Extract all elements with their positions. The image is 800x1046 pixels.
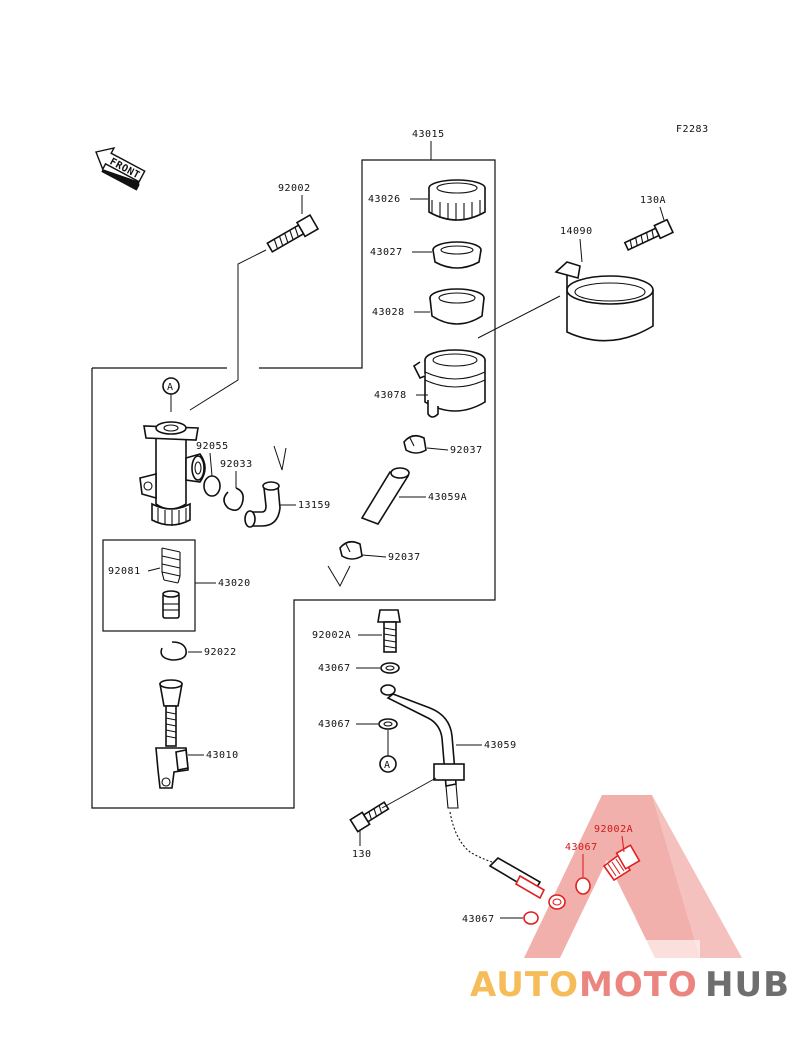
diaphragm: [429, 288, 485, 325]
elbow-fitting-13159: [244, 481, 281, 528]
reservoir-bracket: [554, 261, 654, 342]
leader-130A: [659, 206, 665, 221]
label-130: 130: [352, 849, 372, 860]
push-rod-43010: [155, 679, 189, 789]
piston-kit-box: [102, 539, 196, 632]
label-43027: 43027: [370, 247, 403, 258]
leader-92002A-lower: [621, 835, 625, 853]
assembly-frame-left: [91, 159, 496, 809]
leader-14090: [579, 238, 583, 263]
label-92002: 92002: [278, 183, 311, 194]
label-130A: 130A: [640, 195, 666, 206]
banjo-bolt-upper: [377, 609, 401, 653]
reservoir-tank: [412, 349, 486, 418]
leader-92055: [209, 452, 213, 477]
label-43067-b: 43067: [318, 719, 351, 730]
label-43067-c: 43067: [565, 842, 598, 853]
brake-pipe-43059: [380, 684, 493, 863]
ref-marker-a-upper: A: [162, 377, 180, 412]
label-43020: 43020: [218, 578, 251, 589]
reservoir-cap: [428, 179, 486, 221]
o-ring-92055: [203, 475, 221, 497]
label-92002A-upper: 92002A: [312, 630, 351, 641]
circlip-92022: [160, 641, 188, 661]
watermark-triangle: [524, 795, 742, 958]
label-13159: 13159: [298, 500, 331, 511]
diaphragm-plate: [432, 241, 482, 269]
bolt-92002: [266, 213, 320, 253]
ref-marker-a-lower-text: A: [384, 760, 391, 771]
front-arrow-icon: FRONT: [95, 146, 146, 191]
label-43010: 43010: [206, 750, 239, 761]
label-43078: 43078: [374, 390, 407, 401]
label-14090: 14090: [560, 226, 593, 237]
bolt-130: [349, 801, 390, 833]
leader-92037-lower: [361, 554, 387, 558]
leader-bracket-reservoir: [477, 295, 561, 339]
washer-43067-a: [380, 662, 400, 674]
hose-direction-mark: [327, 565, 351, 588]
spring-92081: [161, 547, 181, 584]
hose-clip-lower: [339, 540, 363, 560]
label-92037-upper: 92037: [450, 445, 483, 456]
circlip-92033: [223, 487, 244, 512]
watermark-part-1: AUTO: [470, 965, 579, 1005]
piston: [162, 590, 180, 619]
master-cylinder-body: [139, 421, 206, 526]
leader-92037-upper: [426, 447, 449, 451]
leader-bolt-130: [381, 777, 437, 809]
elbow-direction-mark: [273, 445, 287, 471]
label-92022: 92022: [204, 647, 237, 658]
lower-banjo-fitting: [488, 844, 641, 925]
reservoir-hose: [360, 467, 410, 525]
ref-marker-a-lower: A: [379, 755, 397, 773]
leader-92081: [147, 567, 161, 572]
ref-marker-a-upper-text: A: [167, 382, 174, 393]
label-92033: 92033: [220, 459, 253, 470]
label-43067-a: 43067: [318, 663, 351, 674]
label-43059A: 43059A: [428, 492, 467, 503]
label-43026: 43026: [368, 194, 401, 205]
watermark-part-2: MOTO: [579, 965, 698, 1005]
label-43059: 43059: [484, 740, 517, 751]
label-92081: 92081: [108, 566, 141, 577]
label-92002A-lower: 92002A: [594, 824, 633, 835]
label-92037-lower: 92037: [388, 552, 421, 563]
label-43015: 43015: [412, 129, 445, 140]
bolt-130a: [623, 218, 675, 251]
figure-code: F2283: [676, 124, 709, 135]
leader-92002-to-body: [189, 249, 267, 411]
label-43028: 43028: [372, 307, 405, 318]
hose-clip-upper: [403, 434, 427, 454]
watermark-part-3: HUB: [705, 965, 790, 1005]
label-92055: 92055: [196, 441, 229, 452]
watermark-logo: AUTO MOTO HUB: [470, 965, 790, 1005]
washer-43067-b: [378, 718, 398, 730]
label-43067-d: 43067: [462, 914, 495, 925]
